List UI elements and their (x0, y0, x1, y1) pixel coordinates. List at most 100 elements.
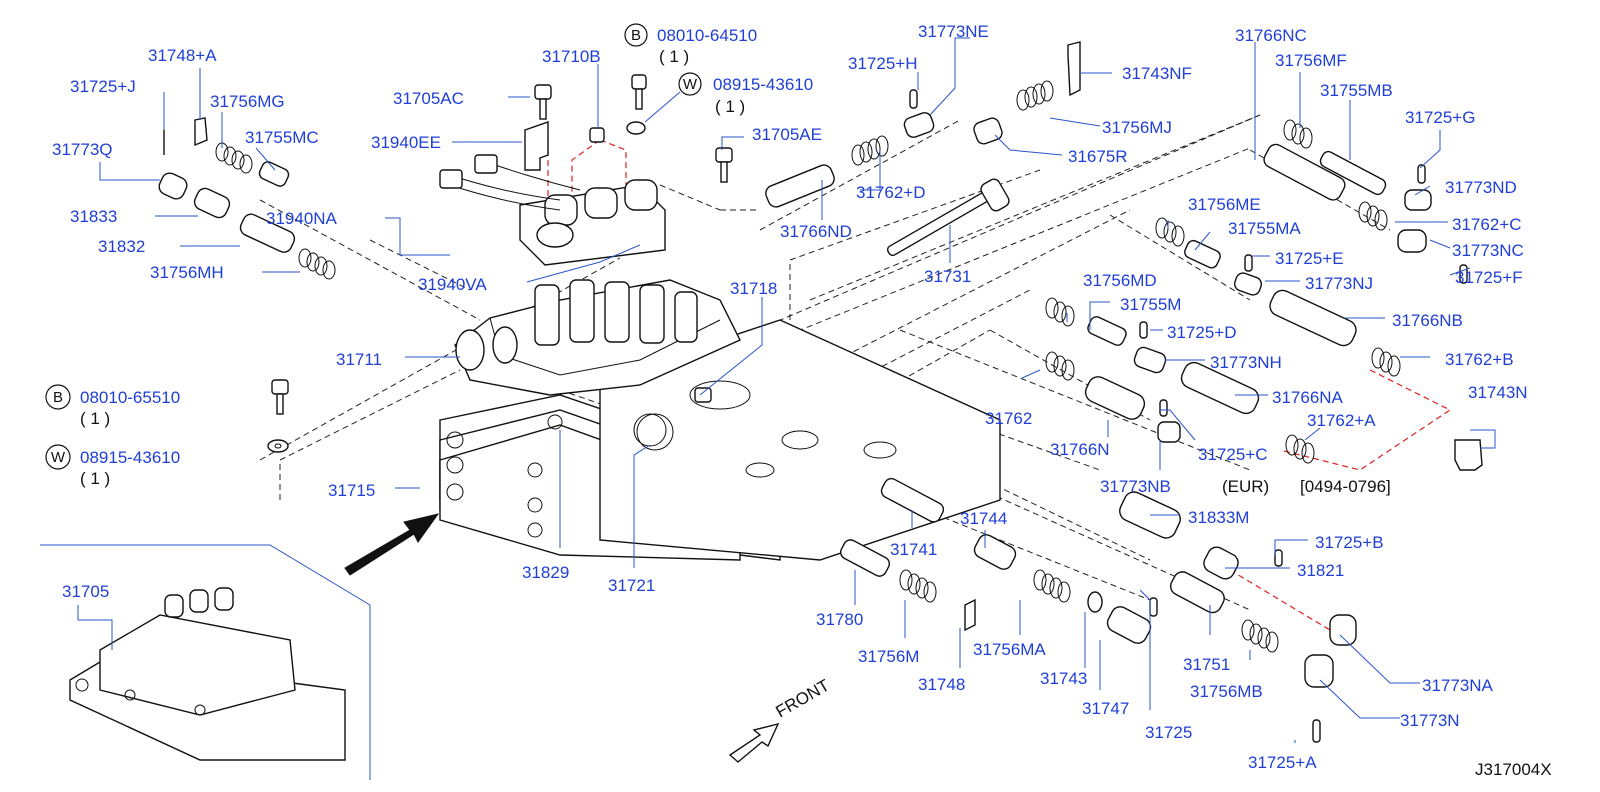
part-label-31710b[interactable]: 31710B (542, 47, 601, 66)
part-label-31766nd[interactable]: 31766ND (780, 222, 852, 241)
part-label-31940va[interactable]: 31940VA (418, 275, 487, 294)
part-label-31773nj[interactable]: 31773NJ (1305, 274, 1373, 293)
part-label-31773nb[interactable]: 31773NB (1100, 477, 1171, 496)
part-label-31725h[interactable]: 31725+H (848, 54, 917, 73)
part-label-31773na[interactable]: 31773NA (1422, 676, 1494, 695)
b-symbol-icon (624, 23, 648, 47)
part-label-31756md[interactable]: 31756MD (1083, 271, 1157, 290)
part-label-31762b[interactable]: 31762+B (1445, 350, 1514, 369)
part-label-31773nd[interactable]: 31773ND (1445, 178, 1517, 197)
part-label-31743nf[interactable]: 31743NF (1122, 64, 1192, 83)
part-label-31773n[interactable]: 31773N (1400, 711, 1460, 730)
part-label-31743n[interactable]: 31743N (1468, 383, 1528, 402)
part-label-31748[interactable]: 31748 (918, 675, 965, 694)
part-label-31711[interactable]: 31711 (336, 350, 382, 369)
part-label-31725f[interactable]: 31725+F (1455, 268, 1523, 287)
part-label-31833[interactable]: 31833 (70, 207, 117, 226)
part-label-31762a[interactable]: 31762+A (1307, 411, 1376, 430)
part-label-31731[interactable]: 31731 (924, 267, 971, 286)
part-label-31773nh[interactable]: 31773NH (1210, 353, 1282, 372)
right-middle-parts (1045, 297, 1483, 539)
part-label-31756mg[interactable]: 31756MG (210, 92, 285, 111)
part-label-31766n[interactable]: 31766N (1050, 440, 1110, 459)
part-label-31756mf[interactable]: 31756MF (1275, 51, 1347, 70)
part-label-31725j[interactable]: 31725+J (70, 77, 136, 96)
part-label-31756mh[interactable]: 31756MH (150, 263, 224, 282)
part-label[interactable]: 08010-65510 (80, 388, 180, 407)
part-label-31725d[interactable]: 31725+D (1167, 323, 1236, 342)
leader-lines (77, 37, 1496, 743)
part-label-31725[interactable]: 31725 (1145, 723, 1192, 742)
valve-body-assembly (439, 74, 1001, 561)
part-label-31773nc[interactable]: 31773NC (1452, 241, 1524, 260)
part-label-31821[interactable]: 31821 (1297, 561, 1344, 580)
part-label-31755m[interactable]: 31755M (1120, 295, 1181, 314)
part-label-31940ee[interactable]: 31940EE (371, 133, 441, 152)
part-label-31743[interactable]: 31743 (1040, 669, 1087, 688)
part-label-31780[interactable]: 31780 (816, 610, 863, 629)
part-label-31755mc[interactable]: 31755MC (245, 128, 319, 147)
callout-w2: W 08915-43610 ( 1 ) (45, 444, 180, 488)
top-middle-parts (765, 41, 1081, 257)
part-label-31725c[interactable]: 31725+C (1198, 445, 1267, 464)
part-label-31756mj[interactable]: 31756MJ (1102, 118, 1172, 137)
part-label-31833m[interactable]: 31833M (1188, 508, 1249, 527)
inset-assembly (40, 544, 371, 780)
part-label-31832[interactable]: 31832 (98, 237, 145, 256)
part-label-31756m[interactable]: 31756M (858, 647, 919, 666)
part-label-31675r[interactable]: 31675R (1068, 147, 1128, 166)
date-range-note: [0494-0796] (1300, 477, 1391, 496)
w-symbol-icon (45, 444, 71, 470)
part-labels: 31748+A 31725+J 31756MG 31755MC 31773Q 3… (52, 22, 1528, 772)
part-label-31741[interactable]: 31741 (890, 540, 937, 559)
part-label-31766nc[interactable]: 31766NC (1235, 26, 1307, 45)
front-direction-arrow: FRONT (728, 676, 833, 763)
part-label[interactable]: 08010-64510 (657, 26, 757, 45)
svg-text:W: W (683, 76, 698, 93)
part-label-31766na[interactable]: 31766NA (1272, 388, 1344, 407)
part-label-31940na[interactable]: 31940NA (266, 209, 338, 228)
part-label-31705ac[interactable]: 31705AC (393, 89, 464, 108)
callout-b2: B 08010-65510 ( 1 ) (45, 384, 180, 428)
part-label-31725e[interactable]: 31725+E (1275, 249, 1344, 268)
part-label-31762d[interactable]: 31762+D (856, 183, 925, 202)
part-label-31721[interactable]: 31721 (608, 576, 655, 595)
callout-w1: W 08915-43610 ( 1 ) (644, 72, 813, 123)
part-label-31829[interactable]: 31829 (522, 563, 569, 582)
part-label-31705ae[interactable]: 31705AE (752, 125, 822, 144)
left-parts (158, 117, 336, 280)
part-label-31756ma[interactable]: 31756MA (973, 640, 1046, 659)
part-label-31766nb[interactable]: 31766NB (1392, 311, 1463, 330)
diagram-code: J317004X (1475, 760, 1552, 779)
w-symbol-icon (678, 72, 702, 96)
part-label-31762[interactable]: 31762 (985, 409, 1032, 428)
part-label-31756mb[interactable]: 31756MB (1190, 682, 1263, 701)
part-label-31725b[interactable]: 31725+B (1315, 533, 1384, 552)
part-label-31755mb[interactable]: 31755MB (1320, 81, 1393, 100)
quantity-label: ( 1 ) (715, 97, 745, 116)
part-label-31725g[interactable]: 31725+G (1405, 108, 1475, 127)
part-label-31756me[interactable]: 31756ME (1188, 195, 1261, 214)
eur-note: (EUR) (1222, 477, 1269, 496)
part-label-31747[interactable]: 31747 (1082, 699, 1129, 718)
loose-fasteners (267, 379, 289, 453)
quantity-label: ( 1 ) (80, 469, 110, 488)
part-label-31748a[interactable]: 31748+A (148, 46, 217, 65)
top-right-parts (1155, 119, 1468, 377)
part-label-31762c[interactable]: 31762+C (1452, 215, 1521, 234)
part-label-31725a[interactable]: 31725+A (1248, 753, 1317, 772)
part-label[interactable]: 08915-43610 (80, 448, 180, 467)
part-label-31744[interactable]: 31744 (960, 509, 1007, 528)
part-label-31755ma[interactable]: 31755MA (1228, 219, 1301, 238)
bottom-parts (839, 477, 1357, 743)
part-label-31705[interactable]: 31705 (62, 582, 109, 601)
part-label-31773q[interactable]: 31773Q (52, 140, 113, 159)
part-label-31773ne[interactable]: 31773NE (918, 22, 989, 41)
part-label[interactable]: 08915-43610 (713, 75, 813, 94)
part-label-31715[interactable]: 31715 (328, 481, 375, 500)
quantity-label: ( 1 ) (80, 409, 110, 428)
svg-text:B: B (631, 27, 641, 44)
part-label-31751[interactable]: 31751 (1183, 655, 1230, 674)
part-label-31718[interactable]: 31718 (730, 279, 777, 298)
